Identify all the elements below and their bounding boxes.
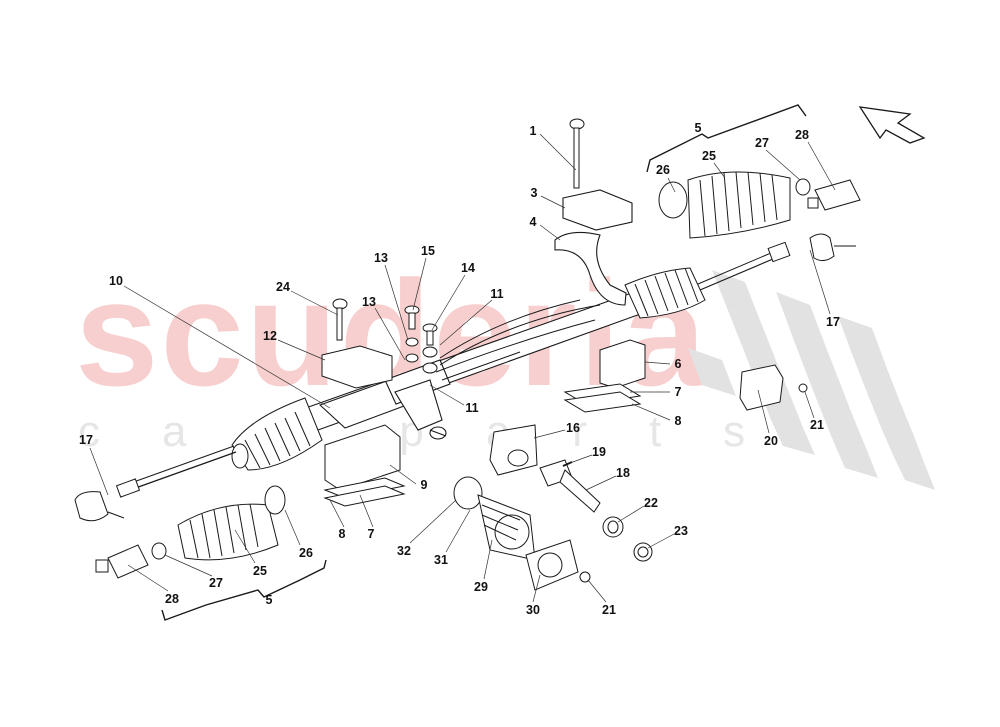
callout-14: 14 [461,260,475,275]
nut-21-right [798,383,808,393]
bolt-24 [332,298,348,341]
callout-10: 10 [109,273,123,288]
callout-8: 8 [338,526,346,541]
callout-6: 6 [674,356,682,371]
hydraulic-lines-11 [435,299,601,381]
callout-27: 27 [755,135,769,150]
callout-32: 32 [397,543,411,558]
boot-kit-left [95,485,286,579]
boot-kit-right [658,171,861,239]
callout-9: 9 [420,477,428,492]
nut-21-lower [579,571,591,583]
callout-29: 29 [474,579,488,594]
cover-plate-20 [739,364,784,411]
checker-flag-watermark [688,270,935,490]
callout-17: 17 [826,314,840,329]
callout-17: 17 [79,432,93,447]
clamp-12 [321,345,393,389]
callout-18: 18 [616,465,630,480]
plates-7-8 [323,477,406,507]
callout-25: 25 [253,563,267,578]
direction-arrow-icon [858,106,926,144]
left-tie-rod-end [74,478,141,522]
callout-19: 19 [592,444,606,459]
callout-5: 5 [265,592,273,607]
callout-11: 11 [465,400,479,415]
callout-13: 13 [374,250,388,265]
right-tie-rod-end [767,233,856,263]
callout-27: 27 [209,575,223,590]
callout-25: 25 [702,148,716,163]
seal-22 [602,516,624,538]
callout-23: 23 [674,523,688,538]
callout-8: 8 [674,413,682,428]
clamp-bracket-3-4 [554,189,633,306]
callout-1: 1 [529,123,537,138]
callout-28: 28 [795,127,809,142]
callout-24: 24 [276,279,290,294]
callout-4: 4 [529,214,537,229]
bracket-5-lower [161,559,327,621]
callout-26: 26 [656,162,670,177]
callout-16: 16 [566,420,580,435]
fittings-13-14-15 [404,305,438,374]
callout-28: 28 [165,591,179,606]
callout-13: 13 [362,294,376,309]
callout-26: 26 [299,545,313,560]
plates-7-8-right [563,383,642,413]
callout-7: 7 [367,526,375,541]
callout-22: 22 [644,495,658,510]
mount-block-6 [599,339,646,389]
bush-23 [633,542,653,562]
mount-block-9 [324,424,401,491]
callout-20: 20 [764,433,778,448]
shaft-18 [539,459,601,513]
leader-lines [89,133,836,603]
bolt-1 [569,118,585,189]
bellows-29-31-32 [453,476,536,561]
cover-plate-16 [489,424,538,476]
left-rack-boot [231,397,323,471]
left-tie-rod [129,451,237,491]
callout-31: 31 [434,552,448,567]
bracket-5-upper [646,104,807,173]
callout-21: 21 [602,602,616,617]
callout-7: 7 [674,384,682,399]
right-rack-boot [624,267,706,319]
callout-30: 30 [526,602,540,617]
callout-11: 11 [490,286,504,301]
callout-15: 15 [421,243,435,258]
callout-5: 5 [694,120,702,135]
right-tie-rod [699,255,781,291]
callout-3: 3 [530,185,538,200]
callout-21: 21 [810,417,824,432]
callout-12: 12 [263,328,277,343]
